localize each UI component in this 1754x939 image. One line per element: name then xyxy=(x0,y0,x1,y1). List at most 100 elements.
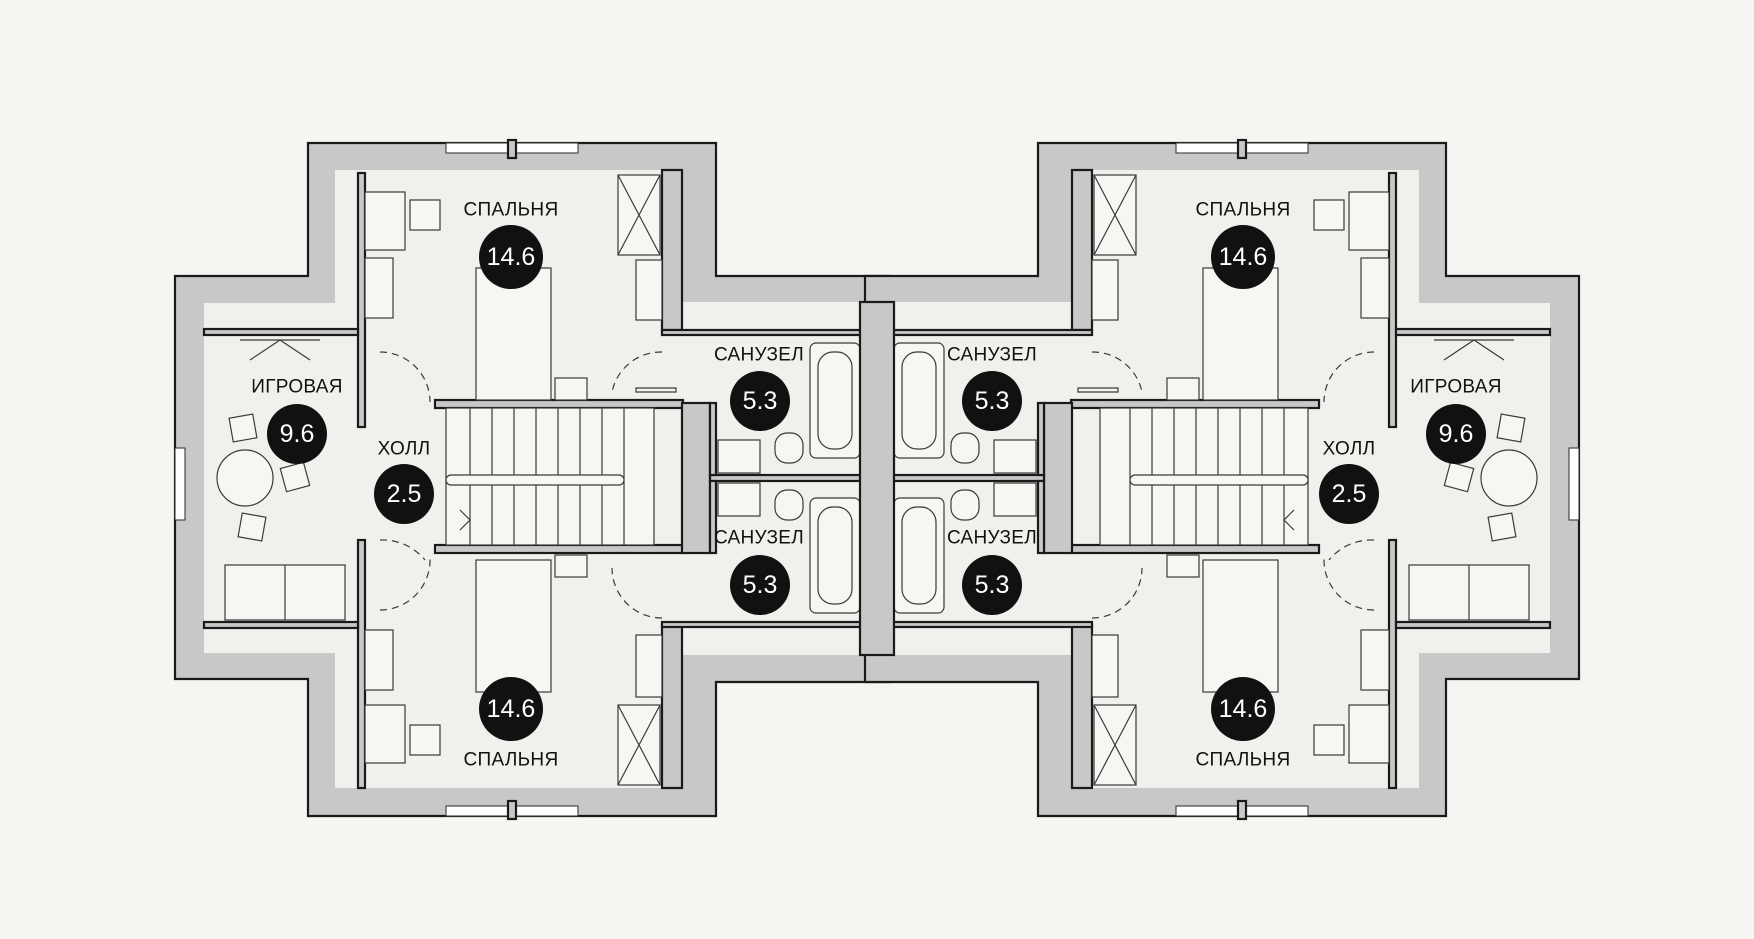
door-swing xyxy=(379,539,426,561)
window-mullion xyxy=(506,799,518,821)
nightstand xyxy=(554,554,588,578)
area-value: 5.3 xyxy=(975,571,1010,599)
partition-wall xyxy=(708,401,718,477)
area-badge xyxy=(267,404,327,464)
bathtub xyxy=(809,497,861,614)
chair xyxy=(409,199,441,231)
bathtub xyxy=(809,342,861,459)
sink xyxy=(717,439,761,474)
area-value: 5.3 xyxy=(975,387,1010,415)
nightstand xyxy=(364,629,394,691)
room-label: ИГРОВАЯ xyxy=(251,377,343,398)
door-leaf xyxy=(635,387,677,393)
room-label: ХОЛЛ xyxy=(1323,439,1376,460)
stair-wall xyxy=(680,401,712,555)
room-bedroom-ne: СПАЛЬНЯ 14.6 xyxy=(1196,200,1291,289)
toilet xyxy=(774,432,804,464)
staircase xyxy=(445,407,655,546)
area-value: 5.3 xyxy=(743,571,778,599)
unit-left xyxy=(173,138,891,821)
toilet xyxy=(774,489,804,521)
area-value: 2.5 xyxy=(387,480,422,508)
party-wall xyxy=(858,300,896,657)
room-hall-e: ХОЛЛ 2.5 xyxy=(1319,439,1379,524)
room-bath-nw: САНУЗЕЛ 5.3 xyxy=(714,345,804,431)
room-label: САНУЗЕЛ xyxy=(714,345,804,366)
area-badge xyxy=(962,371,1022,431)
area-value: 14.6 xyxy=(487,243,536,271)
room-label: САНУЗЕЛ xyxy=(714,528,804,549)
partition-wall xyxy=(202,327,360,337)
room-label: ИГРОВАЯ xyxy=(1410,377,1502,398)
area-badge xyxy=(1426,404,1486,464)
stair-wall xyxy=(433,398,685,410)
room-playroom-w: ИГРОВАЯ 9.6 xyxy=(251,377,343,464)
window-mullion xyxy=(506,138,518,160)
partition-wall xyxy=(708,479,718,555)
door-swing xyxy=(611,351,663,393)
room-label: СПАЛЬНЯ xyxy=(464,200,559,221)
partition-wall xyxy=(660,328,864,337)
desk xyxy=(364,704,406,764)
area-badge xyxy=(1211,677,1275,741)
area-value: 5.3 xyxy=(743,387,778,415)
area-badge xyxy=(730,555,790,615)
nightstand xyxy=(554,377,588,401)
area-value: 9.6 xyxy=(280,420,315,448)
partition-wall xyxy=(660,168,684,332)
room-label: САНУЗЕЛ xyxy=(947,345,1037,366)
area-value: 14.6 xyxy=(487,695,536,723)
unit-right xyxy=(863,138,1581,821)
area-value: 2.5 xyxy=(1332,480,1367,508)
area-badge xyxy=(1211,225,1275,289)
room-playroom-e: ИГРОВАЯ 9.6 xyxy=(1410,377,1502,464)
room-bath-ne: САНУЗЕЛ 5.3 xyxy=(947,345,1037,431)
bed xyxy=(475,559,552,693)
area-value: 9.6 xyxy=(1439,420,1474,448)
door-swing xyxy=(379,351,431,403)
area-badge xyxy=(730,371,790,431)
cabinet xyxy=(635,259,663,321)
partition-wall xyxy=(356,538,367,790)
cabinet xyxy=(635,634,663,698)
area-value: 14.6 xyxy=(1219,695,1268,723)
desk xyxy=(364,191,406,251)
room-label: САНУЗЕЛ xyxy=(947,528,1037,549)
area-badge xyxy=(479,677,543,741)
round-table xyxy=(216,449,274,507)
armchair xyxy=(279,461,311,493)
armchair xyxy=(237,512,267,542)
sink xyxy=(717,482,761,517)
wardrobe xyxy=(617,704,661,786)
partition-wall xyxy=(660,623,684,790)
window xyxy=(174,447,186,521)
room-bedroom-se: 14.6 СПАЛЬНЯ xyxy=(1196,677,1291,771)
room-label: СПАЛЬНЯ xyxy=(1196,200,1291,221)
room-bath-se: САНУЗЕЛ 5.3 xyxy=(947,528,1037,615)
area-badge xyxy=(962,555,1022,615)
chair xyxy=(409,724,441,756)
door-swing xyxy=(379,557,431,611)
shelf xyxy=(240,339,320,361)
room-label: СПАЛЬНЯ xyxy=(1196,750,1291,771)
room-bath-sw: САНУЗЕЛ 5.3 xyxy=(714,528,804,615)
room-bedroom-nw: СПАЛЬНЯ 14.6 xyxy=(464,200,559,289)
area-value: 14.6 xyxy=(1219,243,1268,271)
area-badge xyxy=(479,225,543,289)
area-badge xyxy=(1319,464,1379,524)
room-hall-w: ХОЛЛ 2.5 xyxy=(374,439,434,524)
room-label: СПАЛЬНЯ xyxy=(464,750,559,771)
partition-wall xyxy=(356,171,367,429)
room-bedroom-sw: 14.6 СПАЛЬНЯ xyxy=(464,677,559,771)
partition-wall xyxy=(708,473,864,483)
armchair xyxy=(228,413,258,443)
nightstand xyxy=(364,257,394,319)
door-swing xyxy=(611,567,663,619)
wardrobe xyxy=(617,174,661,256)
partition-wall xyxy=(660,620,864,629)
stair-wall xyxy=(433,543,685,555)
bed xyxy=(475,267,552,401)
area-badge xyxy=(374,464,434,524)
partition-wall xyxy=(202,620,360,630)
